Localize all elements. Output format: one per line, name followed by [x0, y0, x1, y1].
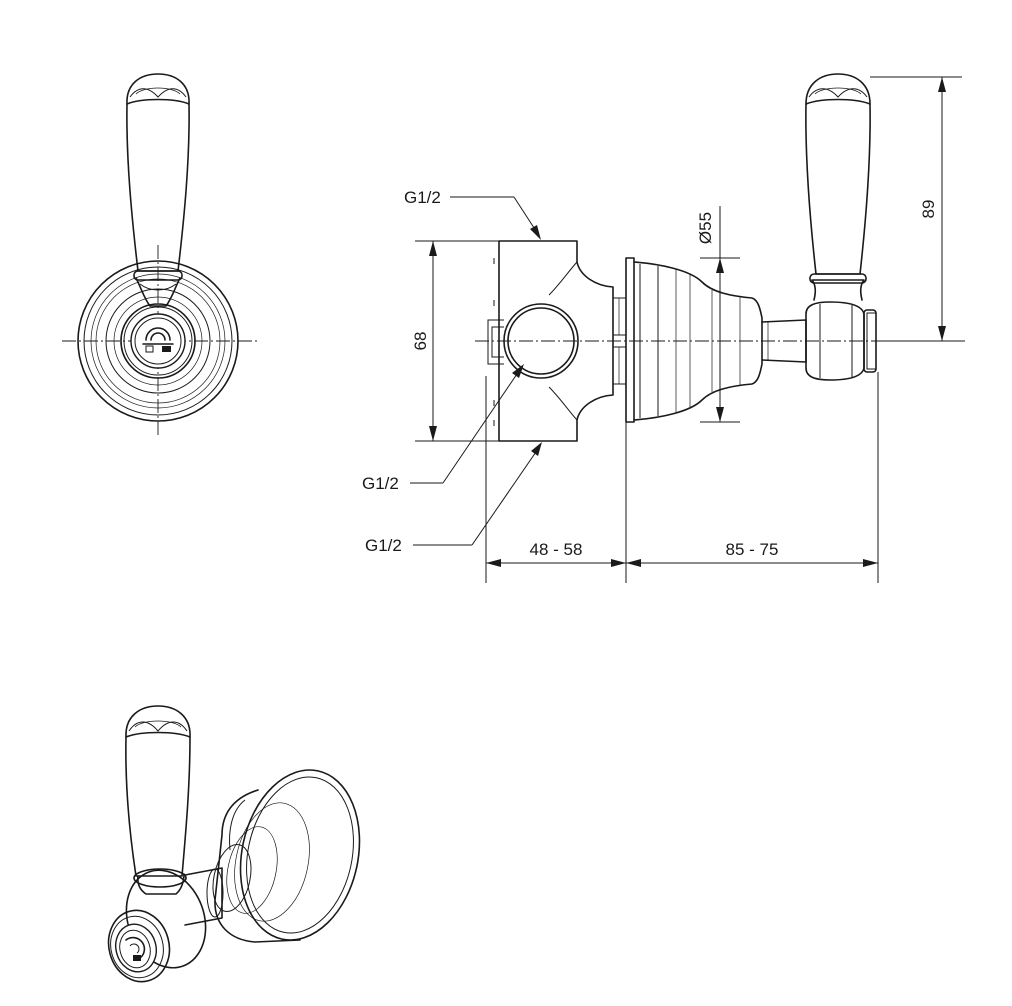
front-view — [62, 73, 258, 438]
dimension-diameter: Ø55 — [696, 206, 724, 422]
extension-lines — [415, 76, 962, 583]
escutcheon — [625, 257, 807, 423]
dimension-label-front-depth: 85 - 75 — [726, 540, 779, 559]
dimension-body-height: 68 — [411, 241, 437, 441]
dimension-front-depth: 85 - 75 — [626, 540, 878, 567]
lever-assembly — [805, 73, 877, 381]
leader-inlet-top: G1/2 — [404, 188, 541, 240]
dimension-label-89: 89 — [919, 200, 938, 219]
label-g12-top: G1/2 — [404, 188, 441, 207]
dimension-label-body-depth: 48 - 58 — [530, 540, 583, 559]
leader-inlet-bottom: G1/2 — [365, 442, 542, 555]
label-g12-mid: G1/2 — [362, 474, 399, 493]
valve-body — [487, 240, 627, 442]
side-view: 68 89 Ø55 48 - 58 85 - 75 — [362, 73, 965, 583]
dimension-body-depth: 48 - 58 — [486, 540, 626, 567]
isometric-view — [107, 705, 361, 983]
dimension-total-height: 89 — [919, 77, 946, 341]
leader-inlet-mid: G1/2 — [362, 364, 524, 493]
dimension-label-68: 68 — [411, 332, 430, 351]
label-g12-bottom: G1/2 — [365, 536, 402, 555]
dimension-label-diameter: Ø55 — [696, 212, 715, 244]
